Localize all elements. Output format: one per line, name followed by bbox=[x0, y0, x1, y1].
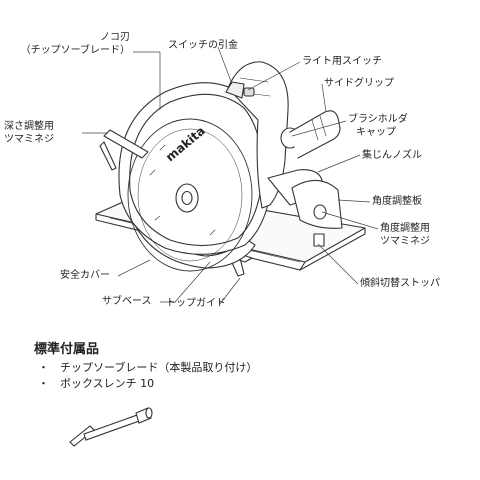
label-angle-knob: 角度調整用 bbox=[380, 223, 430, 234]
label-switch-trigger: スイッチの引金 bbox=[168, 40, 238, 51]
leader-sub-base bbox=[160, 261, 211, 303]
leader-side-grip bbox=[321, 83, 327, 113]
label-saw-blade: ノコ刃 bbox=[100, 32, 130, 43]
accessory-bullet: ・ bbox=[38, 361, 49, 374]
leader-light-switch bbox=[247, 61, 301, 91]
label-angle-plate: 角度調整板 bbox=[372, 196, 422, 207]
label-dust-nozzle: 集じんノズル bbox=[362, 150, 422, 161]
switch-trigger-part bbox=[225, 81, 245, 99]
label-top-guide: トップガイド bbox=[166, 298, 226, 309]
label-brush-cap-sub: キャップ bbox=[356, 127, 396, 138]
light-switch-part bbox=[243, 87, 255, 97]
label-depth-knob: 深さ調整用 bbox=[4, 121, 54, 132]
leader-angle-knob bbox=[321, 211, 379, 230]
angle-plate bbox=[291, 179, 343, 229]
leader-switch-trigger bbox=[217, 46, 233, 85]
label-angle-knob-sub: ツマミネジ bbox=[380, 236, 430, 247]
leader-bevel-stopper bbox=[317, 243, 359, 285]
label-saw-blade-sub: （チップソーブレード） bbox=[20, 45, 130, 56]
leader-angle-plate bbox=[337, 199, 371, 203]
leader-dust-nozzle bbox=[317, 154, 361, 173]
label-depth-knob-sub: ツマミネジ bbox=[4, 134, 54, 145]
label-sub-base: サブベース bbox=[102, 296, 152, 307]
accessory-item: ・チップソーブレード（本製品取り付け） bbox=[38, 359, 257, 375]
accessory-item: ・ボックスレンチ 10 bbox=[38, 375, 154, 391]
box-wrench bbox=[69, 407, 153, 447]
depth-lever bbox=[99, 129, 149, 171]
label-bevel-stopper: 傾斜切替ストッパ bbox=[360, 278, 440, 289]
leader-top-guide bbox=[219, 277, 241, 305]
label-safety-cover: 安全カバー bbox=[60, 270, 110, 281]
saw-blade bbox=[127, 118, 253, 272]
leader-brush-cap bbox=[291, 120, 347, 137]
accessory-item-label: チップソーブレード（本製品取り付け） bbox=[60, 361, 258, 374]
accessory-item-label: ボックスレンチ 10 bbox=[60, 377, 155, 390]
label-brush-cap: ブラシホルダ bbox=[348, 114, 408, 125]
leader-saw-blade bbox=[133, 51, 161, 110]
motor-housing bbox=[227, 61, 289, 209]
angle-knob-part bbox=[313, 204, 327, 220]
label-side-grip: サイドグリップ bbox=[324, 78, 394, 89]
accessory-bullet: ・ bbox=[38, 377, 49, 390]
bevel-stopper-part bbox=[313, 233, 325, 247]
label-light-switch: ライト用スイッチ bbox=[302, 56, 382, 67]
leader-safety-cover bbox=[117, 259, 151, 277]
accessories-title: 標準付属品 bbox=[34, 342, 100, 357]
